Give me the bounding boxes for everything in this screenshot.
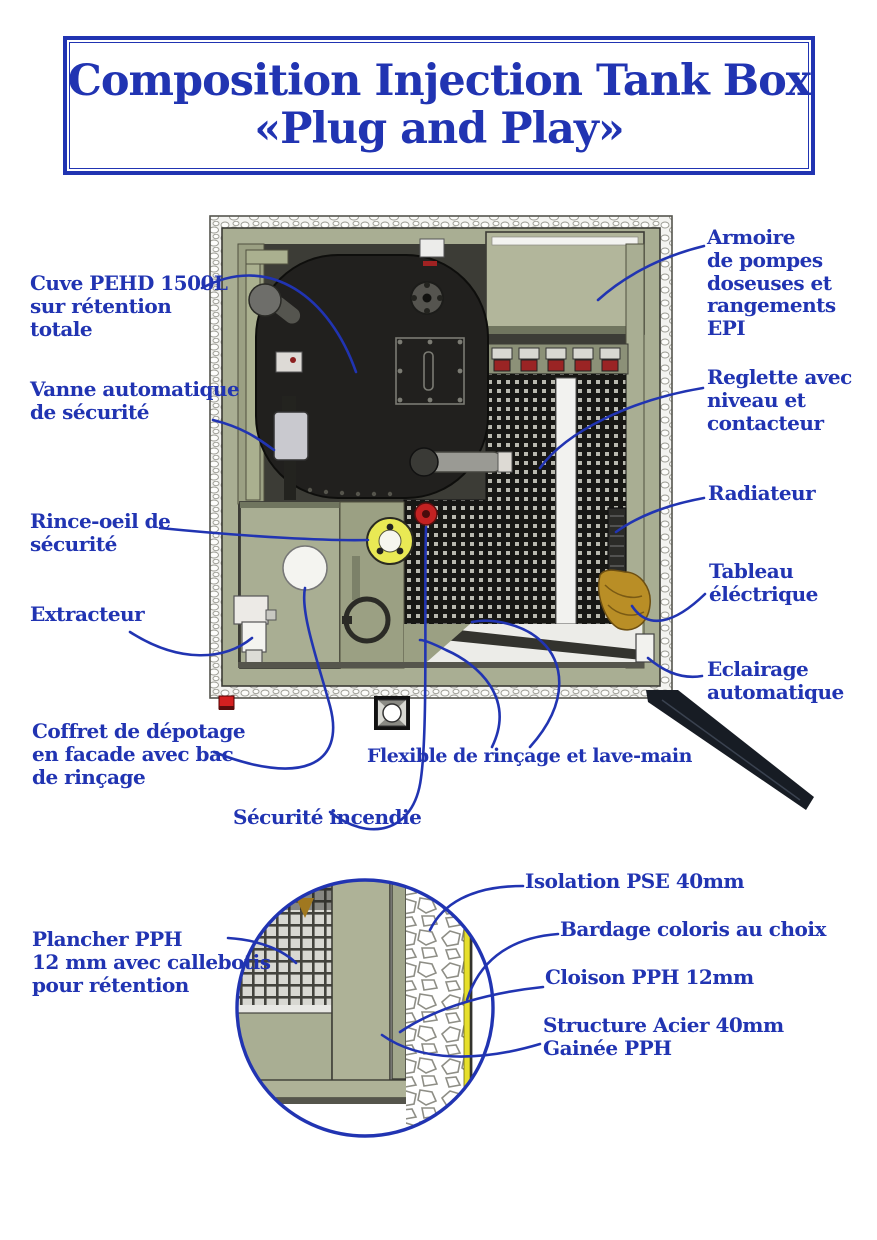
eye-wash (366, 517, 414, 565)
tank-outlet-pipe (409, 447, 513, 477)
drain-flange (374, 696, 410, 730)
fire-extinguisher (414, 502, 438, 526)
callout-flexible: Flexible de rinçage et lave-main (367, 745, 692, 767)
callout-structure: Structure Acier 40mm Gainée PPH (543, 1013, 784, 1060)
callout-rince-oeil: Rince-oeil de sécurité (30, 509, 171, 556)
hose-reel (342, 596, 391, 644)
detail-partition-panel (331, 880, 391, 1083)
page-title-line2: «Plug and Play» (254, 103, 624, 154)
ball-valve (248, 283, 301, 324)
level-strip (555, 377, 577, 625)
callout-cuve: Cuve PEHD 1500L sur rétention totale (30, 271, 228, 341)
manhole-plate (395, 337, 465, 405)
rinse-sink (282, 545, 328, 591)
callout-coffret: Coffret de dépotage en facade avec bac d… (32, 719, 246, 789)
detail-insulation (406, 880, 468, 1136)
callout-lines (128, 244, 707, 1058)
callout-bardage: Bardage coloris au choix (560, 917, 826, 941)
electric-cables (598, 569, 651, 631)
auto-light (635, 633, 655, 663)
callout-armoire: Armoire de pompes doseuses et rangements… (707, 225, 836, 341)
title-box-inner: Composition Injection Tank Box «Plug and… (67, 42, 812, 169)
callout-isolation: Isolation PSE 40mm (525, 869, 745, 893)
top-vent (419, 238, 445, 266)
page-title-line1: Composition Injection Tank Box (67, 56, 812, 107)
callout-securite-incendie: Sécurité incendie (233, 805, 422, 829)
access-ramp (646, 690, 814, 810)
radiator (607, 507, 627, 573)
tank-box-top-view (209, 215, 814, 810)
callout-eclairage: Eclairage automatique (707, 657, 844, 704)
detail-cable (296, 898, 314, 918)
callout-vanne: Vanne automatique de sécurité (30, 377, 240, 424)
callout-reglette: Reglette avec niveau et contacteur (707, 365, 852, 435)
callout-extracteur: Extracteur (30, 602, 145, 626)
detail-circle-outline (235, 878, 495, 1138)
callout-tableau: Tableau éléctrique (709, 559, 818, 606)
dosing-pumps (487, 343, 629, 375)
wall-connector (275, 351, 303, 373)
pehd-tank (248, 254, 513, 499)
callout-radiateur: Radiateur (708, 481, 816, 505)
callout-plancher: Plancher PPH 12 mm avec callebotis pour … (32, 927, 271, 997)
title-box: Composition Injection Tank Box «Plug and… (63, 36, 815, 175)
safety-valve (273, 396, 309, 500)
red-foot (218, 695, 235, 710)
callout-cloison: Cloison PPH 12mm (545, 965, 754, 989)
floor-area (238, 624, 644, 668)
extractor-unit (233, 595, 277, 667)
detail-steel-structure (391, 880, 407, 1080)
